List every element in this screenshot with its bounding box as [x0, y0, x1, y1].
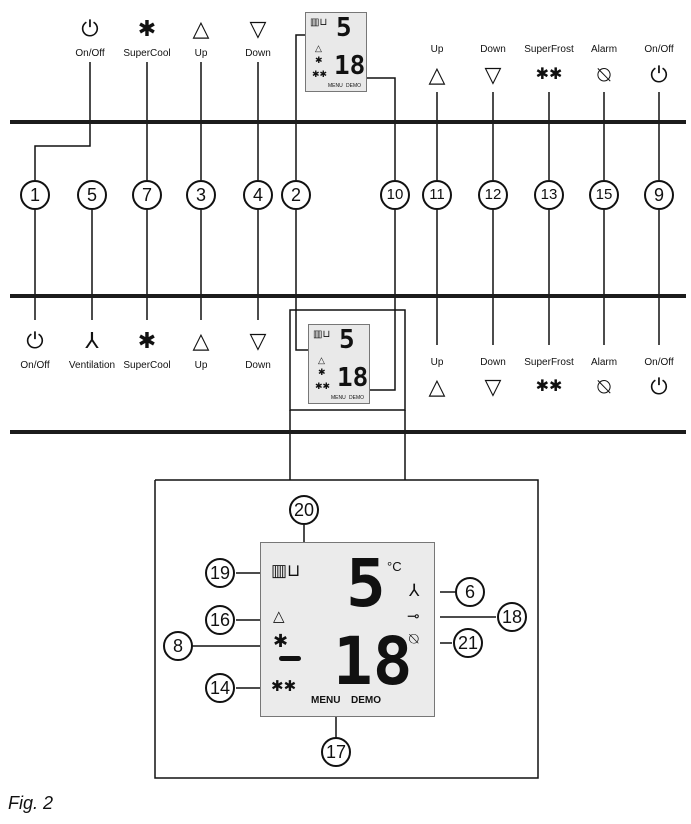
top-display: ▥⊔ 5 △ ✱ ✱✱ 18 MENU DEMO — [305, 12, 367, 92]
callout: 1 — [20, 180, 50, 210]
callout: 5 — [77, 180, 107, 210]
button-label: Alarm — [590, 44, 618, 55]
water-filter-icon: ▥⊔ — [271, 561, 301, 580]
up-icon: △ — [428, 374, 446, 399]
down-icon: ▽ — [484, 62, 502, 87]
button-label: Alarm — [590, 357, 618, 368]
supercool-indicator-icon: ✱ — [318, 367, 326, 377]
display-lower-digits: 18 — [337, 363, 369, 393]
up-icon: △ — [192, 328, 210, 353]
power-icon: ⏻ — [81, 16, 99, 41]
down-icon: ▽ — [249, 328, 267, 353]
power-icon: ⏻ — [26, 328, 44, 353]
down-icon: ▽ — [249, 16, 267, 41]
alarm-off-icon: ⍉ — [597, 374, 611, 399]
display-lower-digits: 18 — [334, 51, 366, 81]
demo-label: DEMO — [349, 395, 364, 401]
button-label: SuperFrost — [524, 44, 574, 55]
callout: 4 — [243, 180, 273, 210]
supercool-icon: ✱ — [137, 16, 157, 41]
minus-segment — [279, 656, 301, 661]
alarm-off-icon: ⍉ — [597, 62, 611, 87]
callout: 21 — [453, 628, 483, 658]
callout: 12 — [478, 180, 508, 210]
button-label: SuperFrost — [524, 357, 574, 368]
ventilation-icon: ⅄ — [409, 581, 420, 600]
up-icon: △ — [192, 16, 210, 41]
callout: 7 — [132, 180, 162, 210]
detail-upper-digit: 5 — [346, 545, 386, 622]
panel-divider — [10, 430, 686, 434]
panel-divider — [10, 294, 686, 298]
callout: 8 — [163, 631, 193, 661]
button-label: Up — [430, 357, 444, 368]
supercool-indicator-icon: ✱ — [315, 55, 323, 65]
callout: 3 — [186, 180, 216, 210]
down-icon: ▽ — [484, 374, 502, 399]
callout: 16 — [205, 605, 235, 635]
bell-icon: △ — [315, 43, 322, 53]
button-label: On/Off — [75, 48, 105, 59]
demo-label: DEMO — [346, 83, 361, 89]
button-label: SuperCool — [123, 360, 171, 371]
menu-label: MENU — [311, 695, 341, 706]
callout: 14 — [205, 673, 235, 703]
menu-label: MENU — [328, 83, 343, 89]
superfrost-indicator-icon: ✱✱ — [312, 69, 328, 79]
button-label: Down — [245, 360, 271, 371]
button-label: On/Off — [644, 44, 674, 55]
button-label: Ventilation — [68, 360, 116, 371]
menu-label: MENU — [331, 395, 346, 401]
bell-icon: △ — [273, 608, 285, 625]
button-label: Down — [245, 48, 271, 59]
callout: 10 — [380, 180, 410, 210]
alarm-off-icon: ⍉ — [409, 631, 419, 648]
superfrost-icon: ✱✱ — [535, 66, 563, 83]
callout: 15 — [589, 180, 619, 210]
water-icon: ▥⊔ — [313, 329, 331, 340]
callout: 19 — [205, 558, 235, 588]
bottom-display: ▥⊔ 5 △ ✱ ✱✱ 18 MENU DEMO — [308, 324, 370, 404]
superfrost-indicator-icon: ✱✱ — [315, 381, 331, 391]
button-label: On/Off — [20, 360, 50, 371]
callout: 6 — [455, 577, 485, 607]
superfrost-indicator-icon: ✱✱ — [271, 678, 297, 695]
callout: 18 — [497, 602, 527, 632]
power-icon: ⏻ — [650, 374, 668, 399]
power-icon: ⏻ — [650, 62, 668, 87]
callout: 17 — [321, 737, 351, 767]
callout: 11 — [422, 180, 452, 210]
callout: 13 — [534, 180, 564, 210]
button-label: Up — [430, 44, 444, 55]
key-lock-icon: ⊸ — [407, 608, 420, 625]
detail-display: ▥⊔ 5 °C ⅄ ⊸ ⍉ △ ✱ ✱✱ 18 MENU DEMO — [260, 542, 435, 717]
water-icon: ▥⊔ — [310, 17, 328, 28]
button-label: Up — [194, 360, 208, 371]
bell-icon: △ — [318, 355, 325, 365]
button-label: On/Off — [644, 357, 674, 368]
callout: 2 — [281, 180, 311, 210]
button-label: Down — [480, 44, 506, 55]
button-label: Down — [480, 357, 506, 368]
panel-divider — [10, 120, 686, 124]
figure-caption: Fig. 2 — [8, 793, 54, 813]
callout: 9 — [644, 180, 674, 210]
detail-lower-digits: 18 — [333, 623, 413, 700]
button-label: SuperCool — [123, 48, 171, 59]
supercool-icon: ✱ — [137, 328, 157, 353]
superfrost-icon: ✱✱ — [535, 378, 563, 395]
callout: 20 — [289, 495, 319, 525]
supercool-indicator-icon: ✱ — [273, 631, 289, 651]
unit-label: °C — [387, 559, 402, 574]
display-upper-digit: 5 — [339, 325, 355, 355]
demo-label: DEMO — [351, 695, 381, 706]
display-upper-digit: 5 — [336, 13, 352, 43]
up-icon: △ — [428, 62, 446, 87]
ventilation-icon: ⅄ — [85, 328, 99, 353]
button-label: Up — [194, 48, 208, 59]
